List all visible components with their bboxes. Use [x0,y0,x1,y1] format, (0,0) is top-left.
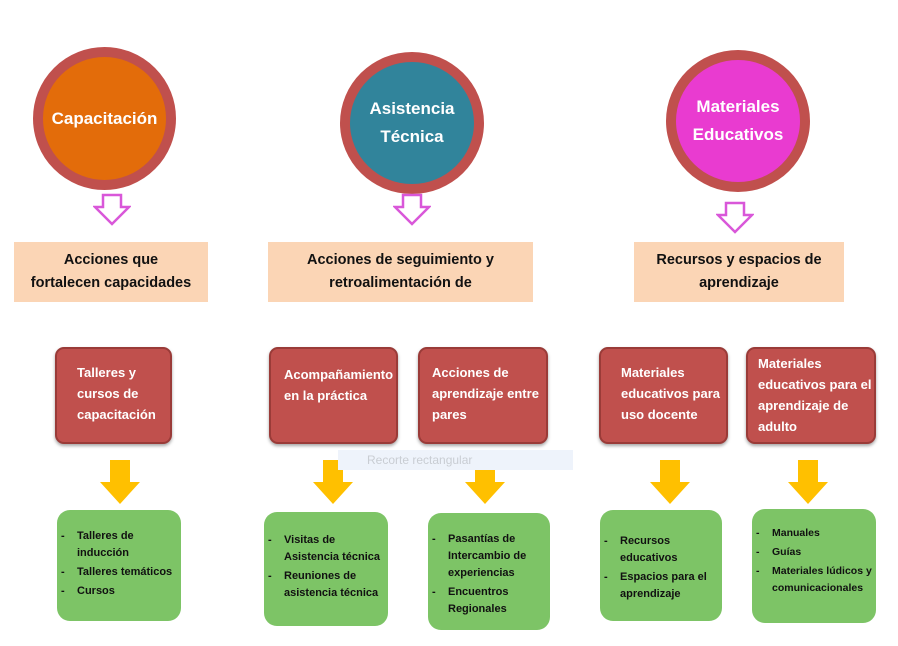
list-item: -Guías [756,546,802,558]
yellow-down-arrow-icon [100,460,140,504]
action-acompanamiento: Acompañamiento en la práctica [269,347,398,444]
list-item: -Reuniones de asistencia técnica [268,570,379,599]
yellow-down-arrow-icon [788,460,828,504]
yellow-down-arrow-icon [650,460,690,504]
items-materiales-docente: -Recursos educativos -Espacios para el a… [600,510,722,621]
list-item: -Cursos [61,585,115,597]
list-item: -Materiales lúdicos y comunicacionales [756,565,872,594]
items-capacitacion: -Talleres de inducción -Talleres temátic… [57,510,181,621]
header-recursos-espacios: Recursos y espacios de aprendizaje [634,242,844,302]
snip-tooltip: Recorte rectangular [338,450,573,470]
list-item: -Manuales [756,527,820,539]
circle-materiales-educativos: Materiales Educativos [666,50,810,192]
list-item: -Encuentros Regionales [432,586,509,615]
header-acciones-seguimiento: Acciones de seguimiento y retroalimentac… [268,242,533,302]
items-materiales-adulto: -Manuales -Guías -Materiales lúdicos y c… [752,509,876,623]
outline-down-arrow-icon [716,201,754,234]
outline-down-arrow-icon [93,193,131,226]
circle-materiales-label: Materiales Educativos [692,97,784,144]
list-item: -Talleres de inducción [61,530,134,559]
yellow-down-arrow-icon [313,460,353,504]
list-item: -Talleres temáticos [61,566,173,578]
list-item: -Recursos educativos [604,535,678,564]
action-aprendizaje-pares: Acciones de aprendizaje entre pares [418,347,548,444]
list-item: -Visitas de Asistencia técnica [268,534,380,563]
items-aprendizaje-pares: -Pasantías de Intercambio de experiencia… [428,513,550,630]
list-item: -Espacios para el aprendizaje [604,571,707,600]
outline-down-arrow-icon [393,193,431,226]
circle-asistencia-tecnica: Asistencia Técnica [340,52,484,194]
header-acciones-capacidades: Acciones que fortalecen capacidades [14,242,208,302]
list-item: -Pasantías de Intercambio de experiencia… [432,533,527,579]
yellow-down-arrow-icon [465,460,505,504]
circle-asistencia-label: Asistencia Técnica [369,99,455,146]
action-materiales-docente: Materiales educativos para uso docente [599,347,728,444]
circle-capacitacion: Capacitación [33,47,176,190]
items-acompanamiento: -Visitas de Asistencia técnica -Reunione… [264,512,388,626]
circle-capacitacion-label: Capacitación [51,108,158,128]
action-talleres-cursos: Talleres y cursos de capacitación [55,347,172,444]
action-materiales-adulto: Materiales educativos para el aprendizaj… [746,347,876,444]
